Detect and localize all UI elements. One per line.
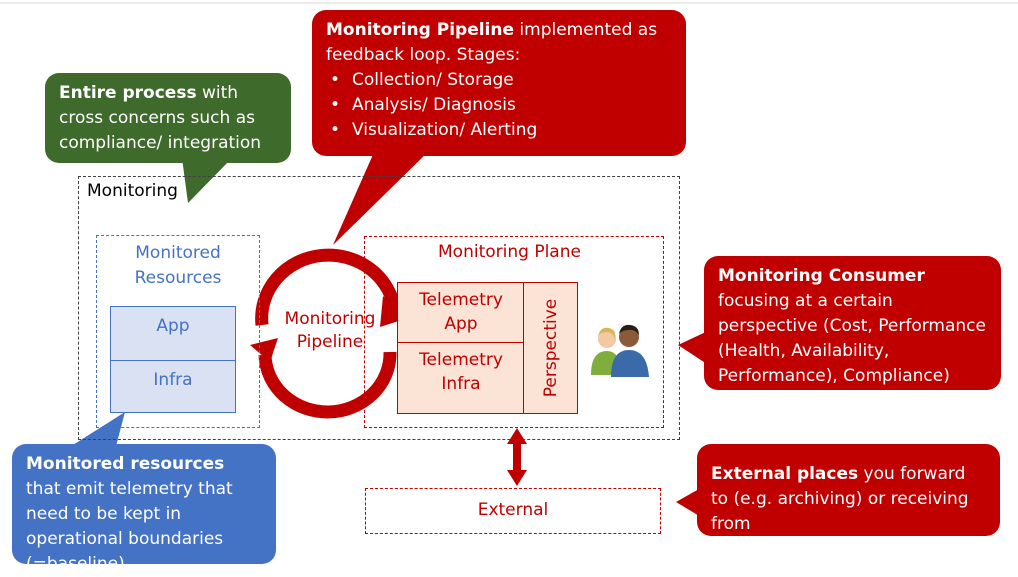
pipeline-stage: Analysis/ Diagnosis (326, 93, 672, 118)
telemetry-app: Telemetry App (398, 283, 524, 343)
resource-infra: Infra (153, 370, 193, 390)
pipeline-stage: Collection/ Storage (326, 68, 672, 93)
monitoring-plane-title: Monitoring Plane (438, 242, 581, 262)
consumer-callout-tail (678, 330, 710, 366)
consumer-callout-bold: Monitoring Consumer (718, 266, 925, 286)
double-arrow-shaft (513, 440, 521, 474)
resources-callout: Monitored resources that emit telemetry … (12, 444, 276, 574)
pipeline-callout-text: implemented as feedback loop. Stages: (326, 20, 658, 65)
resources-callout-bold: Monitored resources (26, 454, 225, 474)
double-arrow-down (507, 470, 527, 486)
pipeline-callout-bold: Monitoring Pipeline (326, 20, 515, 40)
pipeline-stage: Visualization/ Alerting (326, 118, 672, 143)
resource-stack: App Infra (110, 306, 236, 413)
external-callout-text: you forward to (e.g. archiving) or recei… (711, 464, 969, 534)
pipeline-callout-tail (333, 150, 430, 245)
external-box: External (365, 488, 661, 534)
external-label: External (477, 500, 549, 520)
entire-process-bold: Entire process (59, 83, 197, 103)
monitored-resources-box (96, 235, 260, 428)
external-callout-bold: External places (711, 464, 859, 484)
loop-arrow-bottom (258, 351, 397, 419)
perspective-label: Perspective (540, 298, 561, 398)
monitored-resources-title: Monitored Resources (134, 243, 222, 288)
resource-app: App (111, 307, 235, 361)
telemetry-infra: Telemetry Infra (419, 350, 503, 394)
resources-callout-tail (65, 412, 125, 450)
external-callout: External places you forward to (e.g. arc… (697, 444, 1000, 536)
perspective-box: Perspective (523, 282, 578, 414)
monitoring-label: Monitoring (87, 181, 178, 201)
monitoring-box (78, 176, 680, 440)
resources-callout-text: that emit telemetry that need to be kept… (26, 479, 233, 574)
green-callout-tail (182, 158, 232, 203)
loop-arrow-top (255, 248, 402, 326)
loop-arrow-bottom-head (250, 338, 278, 362)
telemetry-stack: Telemetry App Telemetry Infra (397, 282, 525, 414)
users-icon (591, 324, 649, 377)
pipeline-stages: Collection/ Storage Analysis/ Diagnosis … (326, 68, 672, 143)
pipeline-callout: Monitoring Pipeline implemented as feedb… (312, 10, 686, 156)
consumer-callout: Monitoring Consumer focusing at a certai… (704, 256, 1001, 390)
double-arrow-up (507, 428, 527, 444)
pipeline-label: Monitoring Pipeline (284, 309, 376, 352)
consumer-callout-text: focusing at a certain perspective (Cost,… (718, 291, 986, 386)
entire-process-callout: Entire process with cross concerns such … (45, 73, 291, 163)
monitoring-plane-box (364, 236, 664, 428)
entire-process-text: with cross concerns such as compliance/ … (59, 83, 262, 153)
